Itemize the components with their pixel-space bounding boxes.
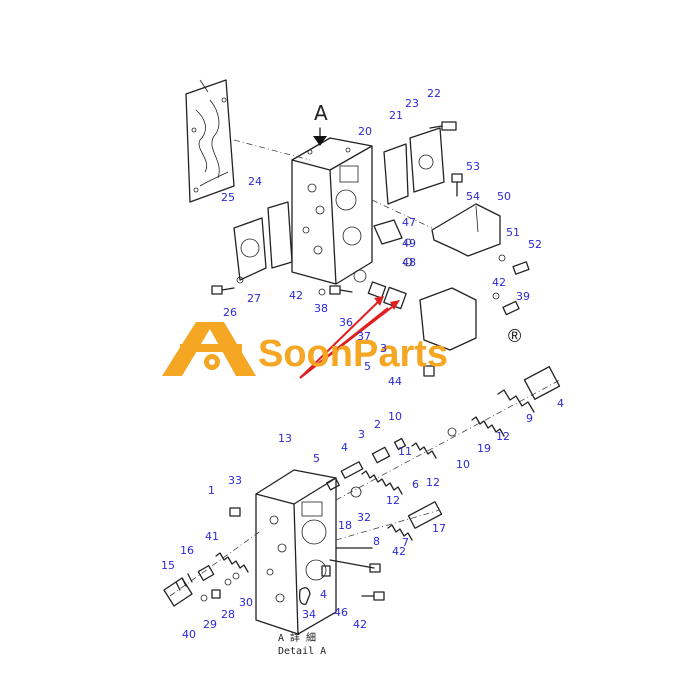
- part-bolts-left-upper: [211, 276, 353, 296]
- part-number-label: 10: [456, 458, 470, 471]
- part-bracket-50: [431, 203, 501, 257]
- part-number-label: 9: [526, 412, 533, 425]
- brand-name: SoonParts: [258, 333, 448, 375]
- part-number-label: 49: [402, 237, 416, 250]
- part-number-label: 4: [557, 397, 564, 410]
- part-number-label: 21: [389, 109, 403, 122]
- part-plate-21: [409, 127, 445, 193]
- part-number-label: 42: [392, 545, 406, 558]
- part-number-label: 28: [221, 608, 235, 621]
- part-number-label: 30: [239, 596, 253, 609]
- part-number-label: 26: [223, 306, 237, 319]
- part-number-label: 19: [477, 442, 491, 455]
- part-number-label: 3: [380, 342, 387, 355]
- part-number-label: 50: [497, 190, 511, 203]
- valve-body-lower: [255, 469, 337, 635]
- part-number-label: 4: [320, 588, 327, 601]
- part-number-label: 15: [161, 559, 175, 572]
- part-number-label: 27: [247, 292, 261, 305]
- part-number-label: 40: [182, 628, 196, 641]
- part-number-label: 37: [357, 330, 371, 343]
- gasket-plate: [185, 79, 235, 203]
- part-number-label: 39: [516, 290, 530, 303]
- part-number-label: 51: [506, 226, 520, 239]
- logo-mark-icon: [162, 322, 256, 376]
- part-number-label: 1: [208, 484, 215, 497]
- view-marker-label: A: [314, 101, 328, 125]
- part-number-label: 25: [221, 191, 235, 204]
- part-number-label: 22: [427, 87, 441, 100]
- part-number-label: 6: [412, 478, 419, 491]
- part-bolt-53: [451, 173, 463, 197]
- part-number-label: 47: [402, 216, 416, 229]
- spool-assembly-mid: [321, 501, 443, 601]
- part-number-label: 33: [228, 474, 242, 487]
- part-number-label: 2: [374, 418, 381, 431]
- part-number-label: 4: [341, 441, 348, 454]
- part-solenoid-47: [373, 219, 413, 267]
- part-number-label: 44: [388, 375, 402, 388]
- part-number-label: 7: [402, 536, 409, 549]
- part-number-label: 29: [203, 618, 217, 631]
- part-number-label: 8: [373, 535, 380, 548]
- brand-logo: SoonParts ®: [162, 322, 521, 376]
- part-number-label: 12: [496, 430, 510, 443]
- part-number-label: 32: [357, 511, 371, 524]
- detail-caption-en: Detail A: [278, 646, 326, 657]
- part-number-label: 18: [338, 519, 352, 532]
- part-gasket: [267, 201, 293, 269]
- part-number-label: 3: [358, 428, 365, 441]
- part-number-label: 5: [313, 452, 320, 465]
- part-bolt-22: [429, 121, 457, 131]
- part-number-label: 41: [205, 530, 219, 543]
- part-number-label: 24: [248, 175, 262, 188]
- part-number-label: 42: [289, 289, 303, 302]
- part-number-label: 54: [466, 190, 480, 203]
- part-number-label: 12: [426, 476, 440, 489]
- part-number-label: 16: [180, 544, 194, 557]
- view-marker-arrow: [313, 127, 327, 146]
- part-number-label: 12: [386, 494, 400, 507]
- part-bolt-51-52: [498, 254, 530, 275]
- part-number-label: 23: [405, 97, 419, 110]
- part-bolt-44: [423, 365, 435, 377]
- part-number-label: 38: [314, 302, 328, 315]
- callout-arrows: [299, 296, 400, 379]
- part-number-label: 42: [492, 276, 506, 289]
- part-bracket-lower: [419, 287, 520, 351]
- part-number-label: 53: [466, 160, 480, 173]
- part-number-label: 48: [402, 256, 416, 269]
- part-number-label: 42: [353, 618, 367, 631]
- part-number-label: 20: [358, 125, 372, 138]
- part-number-label: 5: [364, 360, 371, 373]
- spool-assembly-right: [326, 366, 561, 501]
- registered-mark: ®: [508, 326, 521, 346]
- part-plate-20: [383, 143, 409, 205]
- part-cover: [233, 217, 267, 281]
- part-number-label: 36: [339, 316, 353, 329]
- part-number-label: 34: [302, 608, 316, 621]
- part-number-label: 17: [432, 522, 446, 535]
- part-number-label: 10: [388, 410, 402, 423]
- valve-body-upper: [291, 137, 373, 285]
- part-number-label: 52: [528, 238, 542, 251]
- spool-assembly-left: [163, 507, 311, 607]
- detail-caption-jp: A 詳 細: [278, 631, 316, 644]
- part-number-label: 13: [278, 432, 292, 445]
- part-number-label: 11: [398, 445, 412, 458]
- part-number-label: 46: [334, 606, 348, 619]
